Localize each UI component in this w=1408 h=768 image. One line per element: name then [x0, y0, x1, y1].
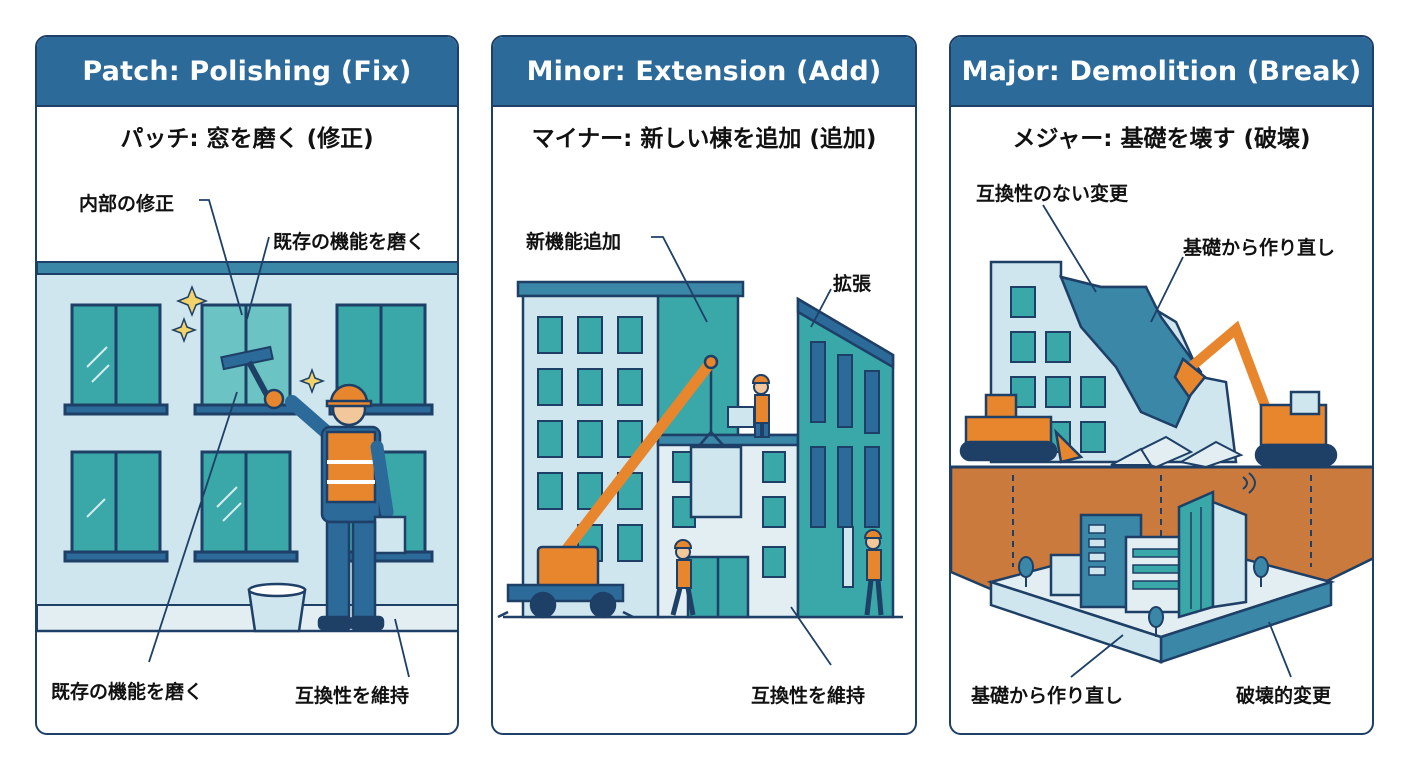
minor-panel-subtitle: マイナー: 新しい棟を追加 (追加): [531, 126, 877, 152]
minor-panel: Minor: Extension (Add) マイナー: 新しい棟を追加 (追加…: [491, 35, 917, 735]
major-panel-subtitle: メジャー: 基礎を壊す (破壊): [1012, 126, 1311, 152]
window-1: [63, 303, 169, 416]
patch-panel: Patch: Polishing (Fix) パッチ: 窓を磨く (修正): [35, 35, 459, 735]
patch-label-polish-top: 既存の機能を磨く: [273, 231, 426, 253]
bulldozer-icon: [959, 393, 1084, 464]
demolished-building: [989, 260, 1238, 464]
minor-label-compat: 互換性を維持: [751, 685, 866, 707]
patch-label-compat: 互換性を維持: [295, 685, 410, 707]
sparkle-icon: [170, 284, 326, 395]
minor-panel-title: Minor: Extension (Add): [493, 37, 915, 107]
patch-panel-subtitle: パッチ: 窓を磨く (修正): [120, 126, 374, 152]
worker-figure: [727, 374, 771, 438]
patch-illustration: [37, 199, 457, 678]
window-4: [63, 450, 169, 563]
minor-label-new-feature: 新機能追加: [526, 231, 622, 253]
major-label-breaking: 破壊的変更: [1236, 685, 1332, 707]
major-illustration: [951, 204, 1372, 678]
new-buildings: [1049, 472, 1256, 619]
window-5: [193, 450, 299, 563]
bucket-icon: [247, 582, 307, 633]
patch-panel-title: Patch: Polishing (Fix): [37, 37, 457, 107]
major-panel-title: Major: Demolition (Break): [951, 37, 1372, 107]
crane-icon: [497, 354, 719, 619]
excavator-icon: [1173, 320, 1338, 467]
hanging-block: [689, 367, 743, 519]
worker-figure: [842, 526, 884, 616]
minor-label-expand: 拡張: [833, 273, 872, 295]
squeegee-icon: [220, 345, 274, 401]
worker-figure: [670, 539, 696, 616]
minor-illustration: [497, 236, 903, 666]
major-panel: Major: Demolition (Break) メジャー: 基礎を壊す (破…: [949, 35, 1374, 735]
major-label-rebuild-bottom: 基礎から作り直し: [971, 685, 1124, 707]
patch-label-internal-fix: 内部の修正: [79, 193, 175, 215]
patch-label-polish-bottom: 既存の機能を磨く: [51, 681, 204, 703]
worker-figure: [263, 383, 407, 631]
major-label-rebuild-top: 基礎から作り直し: [1183, 237, 1336, 259]
major-label-incompatible: 互換性のない変更: [976, 183, 1129, 205]
